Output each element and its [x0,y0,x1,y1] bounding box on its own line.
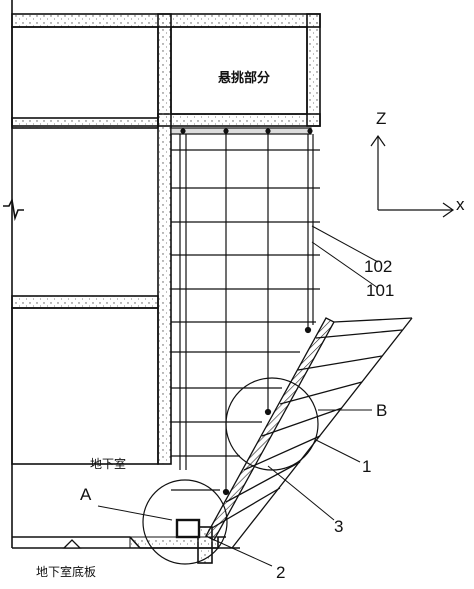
leader-102 [311,225,379,263]
top-plate [170,127,312,135]
plate-nodes [180,128,313,496]
detail-circle-b [225,377,319,471]
toe-block [175,518,201,539]
callout-b: B [376,401,387,420]
cantilever-slab [157,113,321,127]
callout-3: 3 [334,517,343,536]
leader-1 [315,439,361,463]
upper-room-frame [170,26,308,115]
cantilever-label: 悬挑部分 [218,70,270,86]
slab-level-1 [11,117,159,129]
x-axis-label: x [456,195,465,214]
slope-ribs [211,329,403,529]
basement-floor-slab-label: 地下室底板 [36,564,96,579]
leader-lines [97,225,379,567]
callout-1: 1 [362,457,371,476]
leader-a [97,505,173,521]
x-arrowhead [442,202,455,218]
elevation-marker [62,539,82,549]
left-room-1 [11,26,159,127]
main-wall [157,13,172,465]
upper-right-wall [306,13,321,127]
leader-101 [311,241,379,289]
slab-level-2 [11,295,159,309]
scaffold [170,127,320,496]
leader-3 [267,465,335,521]
z-arrowhead [370,134,386,147]
callout-101: 101 [366,281,394,300]
callout-a: A [80,485,92,504]
callout-102: 102 [364,257,392,276]
ledgers [171,149,320,491]
slope-support [62,317,413,549]
basement-label: 地下室 [90,456,126,471]
break-mark [3,197,24,222]
callout-2: 2 [276,563,285,582]
diagonal-beam [205,317,335,541]
basement-room [11,307,159,465]
axis-indicator [370,134,455,218]
basement-floor-slab [129,536,219,549]
detail-circle-a [142,479,228,565]
ground-top [333,317,413,323]
building-structure [3,0,321,564]
leader-2 [209,537,273,567]
z-axis-label: Z [376,109,386,128]
